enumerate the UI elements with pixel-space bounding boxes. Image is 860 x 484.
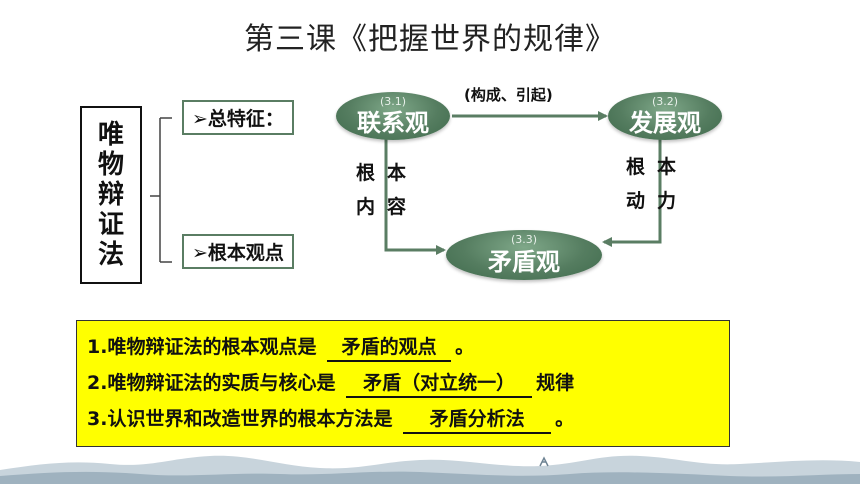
node-number: (3.1) [379,95,407,108]
summary-answer: 矛盾分析法 [403,406,552,434]
summary-line: 2.唯物辩证法的实质与核心是 矛盾（对立统一）规律 [87,365,719,401]
node-development: (3.2) 发展观 [608,92,722,140]
summary-prefix: 1.唯物辩证法的根本观点是 [87,336,317,358]
label-basic-content: 根本 内容 [356,156,418,224]
node-number: (3.2) [651,95,679,108]
box-char: 证 [97,210,124,240]
summary-answer: 矛盾的观点 [327,334,452,362]
bracket-line [150,117,172,263]
label-basic-driving-force: 根本 动力 [626,150,688,218]
node-label: 矛盾观 [488,247,560,276]
summary-suffix: 。 [555,408,575,430]
summary-line: 1.唯物辩证法的根本观点是 矛盾的观点。 [87,329,719,365]
node-connection: (3.1) 联系观 [336,92,450,140]
box-char: 辩 [97,180,124,210]
materialist-dialectics-box: 唯 物 辩 证 法 [80,106,142,284]
arrow-connection-to-contradiction [384,136,446,255]
box-char: 法 [97,240,124,270]
general-feature-tag: ➢总特征： [182,100,294,135]
node-label: 发展观 [629,108,701,137]
summary-line: 3.认识世界和改造世界的根本方法是 矛盾分析法。 [87,401,719,437]
summary-answer: 矛盾（对立统一） [346,370,533,398]
box-char: 唯 [97,120,124,150]
label-line: 内容 [356,196,419,218]
summary-prefix: 3.认识世界和改造世界的根本方法是 [87,408,393,430]
summary-suffix: 规律 [536,372,575,394]
label-line: 根本 [356,162,419,184]
diagram-connectors [150,111,662,263]
summary-suffix: 。 [455,336,475,358]
node-contradiction: (3.3) 矛盾观 [446,230,602,280]
box-char: 物 [97,150,124,180]
page-title: 第三课《把握世界的规律》 [244,22,616,57]
label-line: 根本 [626,156,689,178]
landscape-decoration [0,455,860,484]
node-number: (3.3) [510,233,538,246]
edge-label-constitute: (构成、引起) [464,86,553,104]
node-label: 联系观 [357,108,429,137]
summary-box: 1.唯物辩证法的根本观点是 矛盾的观点。 2.唯物辩证法的实质与核心是 矛盾（对… [76,320,730,447]
label-line: 动力 [626,190,689,212]
summary-prefix: 2.唯物辩证法的实质与核心是 [87,372,336,394]
basic-viewpoint-tag: ➢根本观点 [182,234,294,269]
arrow-development-to-contradiction [602,136,662,247]
